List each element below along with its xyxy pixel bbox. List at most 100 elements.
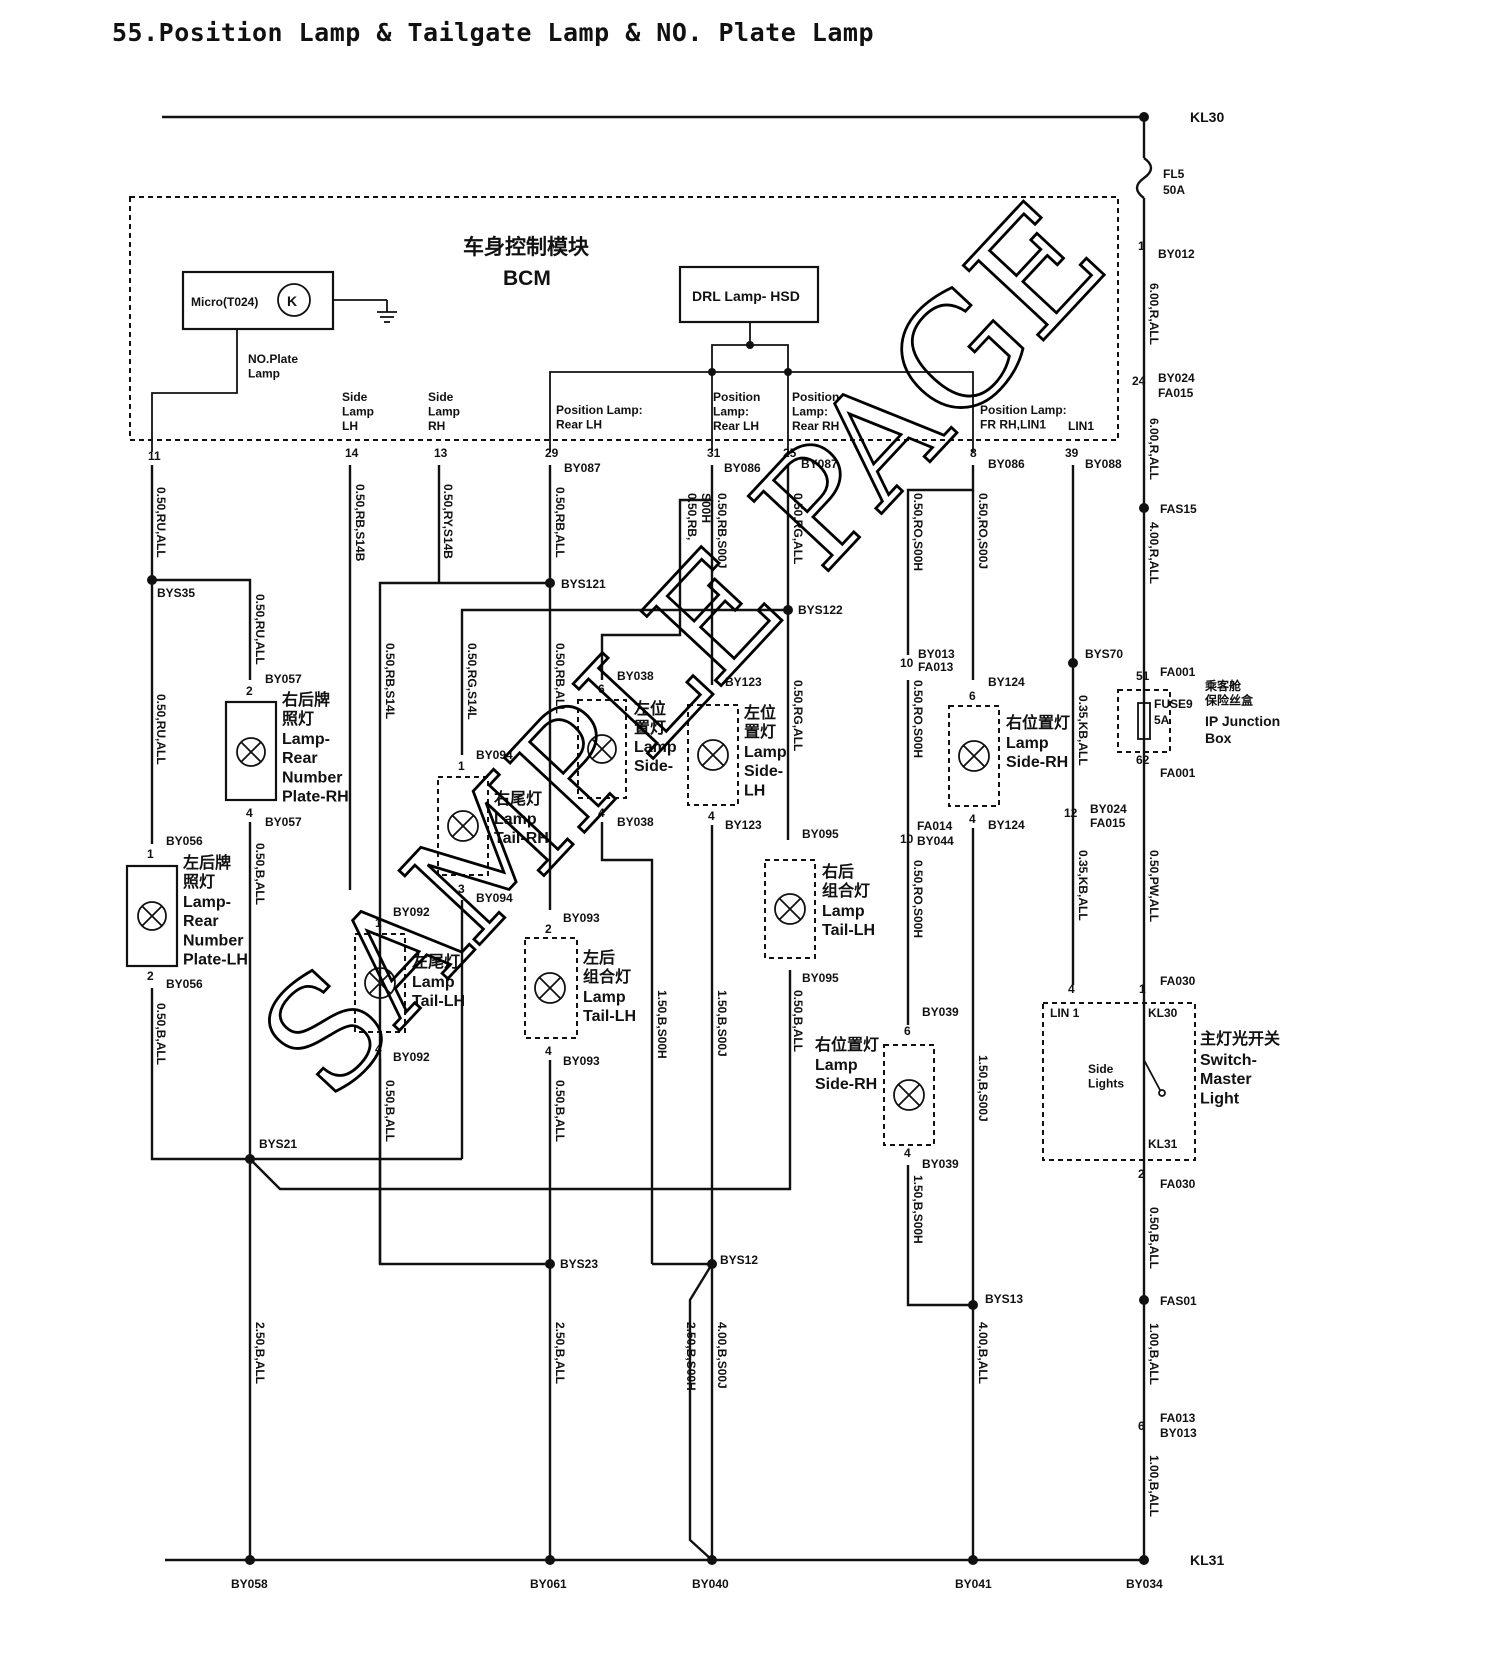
connector-label: BY039 <box>922 1005 959 1019</box>
connector-label: FA001 <box>1160 665 1196 679</box>
connector-label: BY087 <box>801 457 838 471</box>
splice-label: BYS35 <box>157 586 195 600</box>
wire-label: 0.35,KB,ALL <box>1076 850 1090 921</box>
connector-label: BY024 <box>1158 371 1195 385</box>
pin-number: 6 <box>1138 1419 1145 1433</box>
bcm-label-lin1: LIN1 <box>1068 419 1094 433</box>
connector-label: BY056 <box>166 977 203 991</box>
pin-number: 12 <box>1064 806 1078 820</box>
bcm-drl-label: DRL Lamp- HSD <box>692 288 800 304</box>
connector-label: BY093 <box>563 911 600 925</box>
connector-label: FAS01 <box>1160 1294 1197 1308</box>
connector-label: FA013 <box>918 660 954 674</box>
pin-number: 1 <box>458 759 465 773</box>
wire-label: 0.50,RG,S14L <box>465 643 479 720</box>
bcm-label-pos-fr-rh: Position Lamp:FR RH,LIN1 <box>980 403 1067 431</box>
connector-label: BY094 <box>476 891 513 905</box>
connector-label: BY094 <box>476 748 513 762</box>
tail-lh-cn: 左尾灯 <box>411 952 460 971</box>
wire-label: 0.50,RB,ALL <box>553 643 567 714</box>
connector-label: BY013 <box>918 647 955 661</box>
pin-number: 4 <box>1068 982 1075 996</box>
pin-number: 29 <box>545 446 559 460</box>
wire-label: 0.50,B,ALL <box>253 843 267 905</box>
ip-fuse-id: FUSE9 <box>1154 697 1193 711</box>
wire-label: 6.00,R,ALL <box>1147 418 1161 480</box>
pin-number: 4 <box>375 1042 382 1056</box>
tail-lamp-rh-box <box>437 776 489 876</box>
side-lh1-cn: 左位置灯 <box>633 699 666 737</box>
wire-label: 1.50,B,S00J <box>976 1055 990 1122</box>
comb-lamp-rh-box <box>764 859 816 959</box>
bcm-title-en: BCM <box>503 267 551 290</box>
side-rh2-cn: 右位置灯 <box>815 1035 879 1054</box>
wire-label: 2.50,B,ALL <box>553 1322 567 1384</box>
plate-lh-cn: 左后牌照灯 <box>182 853 231 891</box>
wire-label: 0.50,RU,ALL <box>253 594 267 665</box>
connector-label: BY024 <box>1090 802 1127 816</box>
wire-label: 0.50,RB,S14B <box>353 484 367 562</box>
pin-number: 31 <box>707 446 721 460</box>
connector-label: BY092 <box>393 905 430 919</box>
wire-labels: 6.00,R,ALL 6.00,R,ALL 4.00,R,ALL 0.35,KB… <box>154 283 1161 1517</box>
pin-number: 2 <box>1138 1167 1145 1181</box>
connector-label: BY057 <box>265 815 302 829</box>
ground-labels: BY058 BY061 BY040 BY041 BY034 <box>231 1577 1163 1591</box>
pin-number: 4 <box>708 809 715 823</box>
plate-rh-cn: 右后牌照灯 <box>282 690 330 728</box>
connector-label: BY039 <box>922 1157 959 1171</box>
connector-labels: BY012 BY024 FA015 BY087 BY086 BY087 BY08… <box>166 247 1197 1440</box>
side-rh1-cn: 右位置灯 <box>1006 713 1070 732</box>
splice-label: BYS23 <box>560 1257 598 1271</box>
splice-label: BYS70 <box>1085 647 1123 661</box>
comb-lamp-lh-box <box>524 937 578 1039</box>
bcm-micro-symbol: K <box>287 293 297 309</box>
pin-number: 13 <box>434 446 448 460</box>
wire-label: 0.50,RU,ALL <box>154 487 168 558</box>
comb-lh-cn: 左后组合灯 <box>582 948 631 986</box>
wire-label: 0.50,B,ALL <box>553 1080 567 1142</box>
side-lamp-lh2-box <box>687 704 739 806</box>
connector-label: BY086 <box>988 457 1025 471</box>
pin-number: 14 <box>345 446 359 460</box>
fuse-fl5-rating: 50A <box>1163 183 1185 197</box>
wire-label: 0.50,B,ALL <box>1147 1207 1161 1269</box>
pin-number: 6 <box>598 682 605 696</box>
connector-label: BY088 <box>1085 457 1122 471</box>
pin-number: 11 <box>148 449 161 463</box>
pin-number: 4 <box>969 812 976 826</box>
splice-labels: BYS35 BYS121 BYS122 BYS70 BYS21 BYS23 BY… <box>157 577 1123 1306</box>
wire-label: 4.00,B,S00J <box>715 1322 729 1389</box>
tail-lamp-lh-box <box>354 933 406 1033</box>
splice-label: BYS12 <box>720 1253 758 1267</box>
connector-label: BY095 <box>802 827 839 841</box>
wire-label: 1.50,B,S00J <box>715 990 729 1057</box>
wire-label: 0.50,RG,ALL <box>791 680 805 751</box>
connector-label: FAS15 <box>1160 502 1197 516</box>
connector-label: FA030 <box>1160 1177 1196 1191</box>
connector-label: FA014 <box>917 819 953 833</box>
pin-number: 1 <box>1139 982 1146 996</box>
connector-label: BY124 <box>988 675 1025 689</box>
pin-number: 6 <box>904 1024 911 1038</box>
connector-label: FA013 <box>1160 1411 1196 1425</box>
connector-label: FA015 <box>1090 816 1126 830</box>
tail-rh-cn: 右尾灯 <box>494 789 542 808</box>
wire-label: 0.50,RG,ALL <box>791 493 805 564</box>
ground-label: BY061 <box>530 1577 567 1591</box>
wire-label: 0.50,RU,ALL <box>154 694 168 765</box>
switch-cn: 主灯光开关 <box>1200 1029 1280 1048</box>
pin-number: 3 <box>458 882 465 896</box>
